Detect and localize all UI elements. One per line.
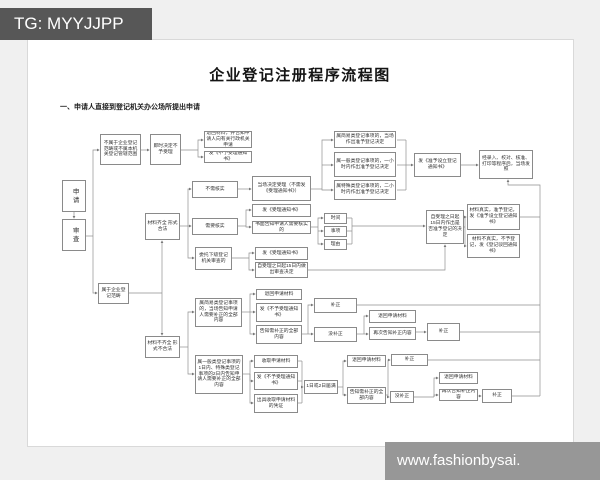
flow-node-approve-notice: 发《准予设立登记通知书》 xyxy=(414,153,461,177)
flow-node-immediate-reject: 即时决定不予受理 xyxy=(150,134,181,165)
flow-connector xyxy=(433,393,439,397)
flow-connector xyxy=(463,215,467,227)
flow-node-materials-ok: 材料齐全 形式合法 xyxy=(145,213,180,240)
flow-node-apply: 申请 xyxy=(62,180,86,212)
flow-connector xyxy=(197,138,204,150)
flow-connector xyxy=(187,310,195,347)
flow-node-corrected2: 补正 xyxy=(427,323,460,341)
flow-node-receipt-voucher: 出具收取申请材料的凭证 xyxy=(254,394,298,413)
flow-connector xyxy=(321,188,334,192)
flow-connector xyxy=(248,258,255,272)
flow-node-material-true: 材料真实，准予登记，发《准予设立登记通知书》 xyxy=(467,204,520,230)
flow-node-need-verify: 需要核实 xyxy=(192,218,238,235)
flow-node-inform-again2: 再次告知补正内容 xyxy=(439,389,478,401)
flow-connector xyxy=(245,208,252,226)
flow-connector xyxy=(197,150,204,159)
flow-node-special-decide: 属特殊类登记事项的，二小时内作出准予登记决定 xyxy=(334,180,396,200)
flow-node-material-false: 材料不真实，不予登记，发《登记驳回通知书》 xyxy=(467,234,520,258)
watermark-badge: TG: MYYJJPP xyxy=(0,8,152,40)
flow-node-deadline: 1日或2日届满 xyxy=(304,380,338,394)
flow-node-return-apply2: 退回申请材料 xyxy=(369,310,416,323)
flow-connector xyxy=(187,187,192,226)
flow-node-general-correct: 属一般类登记事项的1日内、特殊类登记事项的2日内告知申请人需要补正的全部内容 xyxy=(195,355,243,394)
flow-connector xyxy=(308,244,447,271)
flow-node-review: 审查 xyxy=(62,219,86,251)
flow-node-return-apply4: 退回申请材料 xyxy=(439,372,478,384)
flow-node-general-decide: 属一般类登记事项的，一小时内作出准予登记决定 xyxy=(334,152,396,177)
flow-node-verify-matter: 事项 xyxy=(324,226,347,237)
flow-connector xyxy=(506,179,541,396)
flow-node-accept-notice1: 发《受理通知书》 xyxy=(252,204,311,217)
flow-connector xyxy=(386,395,390,399)
flow-node-not-in-scope: 不属于企业登记范畴或不属本机关登记管辖范围 xyxy=(100,134,141,165)
flow-connector xyxy=(321,138,334,189)
flow-connector xyxy=(245,225,252,229)
flow-connector xyxy=(92,236,98,295)
flow-connector xyxy=(249,312,256,336)
flow-node-delegate-lower: 委托下级登记机关审查的 xyxy=(195,247,232,270)
flow-node-decide-15d: 自受理之日起15日内作出是否准予登记的决定 xyxy=(426,210,464,244)
flow-node-simple-decide: 属简易类登记事项的，当场作出准予登记决定 xyxy=(334,131,396,148)
flow-node-reject-notice2: 发《不予受理通知书》 xyxy=(256,303,302,322)
flow-connector xyxy=(317,227,324,246)
flow-node-accept-onsite: 当场决定受理（不需发《受理通知书》） xyxy=(252,176,311,201)
flow-node-return-apply1: 退回申请材料 xyxy=(256,289,302,300)
flow-node-not-corrected2: 没补正 xyxy=(390,391,414,403)
flow-node-not-corrected1: 没补正 xyxy=(314,327,357,342)
flow-node-written-inform: 书面告知申请人需要核实的 xyxy=(252,221,311,234)
flow-node-reject-notice-top: 发《不予受理通知书》 xyxy=(204,151,252,163)
flow-connector xyxy=(317,216,324,227)
flow-node-corrected4: 补正 xyxy=(482,389,512,403)
flow-connector xyxy=(307,303,314,334)
flow-connector xyxy=(249,292,256,312)
flow-node-no-verify: 不需核实 xyxy=(192,181,238,198)
flow-connector xyxy=(387,358,391,395)
website-watermark-bar: www.fashionbysai. xyxy=(385,442,600,480)
flow-connector xyxy=(187,347,195,376)
flow-connector xyxy=(433,376,439,397)
flow-connector xyxy=(92,148,100,236)
flow-node-verify-time: 时间 xyxy=(324,213,347,224)
flow-connector xyxy=(249,374,254,405)
flow-node-accept-notice2: 发《受理通知书》 xyxy=(255,247,308,260)
flow-node-issue-license: 经录入、校对、核准、打印等程序后，当场发照 xyxy=(479,150,533,179)
flow-node-return-apply3: 退回申请材料 xyxy=(347,355,386,367)
flow-node-inform-correct1: 告知需补正的全部内容 xyxy=(256,325,302,344)
flow-connector xyxy=(342,359,347,387)
flow-connector xyxy=(363,314,369,334)
flow-connector xyxy=(463,227,467,248)
page-title: 企业登记注册程序流程图 xyxy=(209,68,391,84)
flow-node-inform-again1: 再次告知补正内容 xyxy=(369,327,416,340)
flow-node-simple-correct: 属简易类登记事项的，当场告知申请人需要补正的全部内容 xyxy=(195,298,242,327)
flow-node-corrected1: 补正 xyxy=(314,298,357,313)
flow-node-return-materials: 退回材料，并告知申请人向有关行政机关申请 xyxy=(204,131,252,148)
flow-node-collect-materials: 收取申请材料 xyxy=(254,355,298,368)
flow-node-in-scope: 属于企业登记范畴 xyxy=(98,283,129,304)
flow-node-corrected3: 补正 xyxy=(391,354,428,366)
section-heading: 一、申请人直接到登记机关办公场所提出申请 xyxy=(60,104,200,111)
flow-node-verify-reason: 理由 xyxy=(324,239,347,250)
flow-node-inform-correct2: 告知需补正的全部内容 xyxy=(347,387,386,404)
flow-connector xyxy=(249,359,254,374)
flow-node-reject-notice3: 发《不予受理通知书》 xyxy=(254,372,298,390)
flow-node-review-15d: 自受理之日起15日内做出审查决定 xyxy=(255,262,308,278)
flow-connector xyxy=(342,387,347,397)
flow-connector xyxy=(248,251,255,258)
flow-connector xyxy=(187,226,195,260)
flow-node-materials-bad: 材料不齐全 形式不合法 xyxy=(145,336,180,358)
